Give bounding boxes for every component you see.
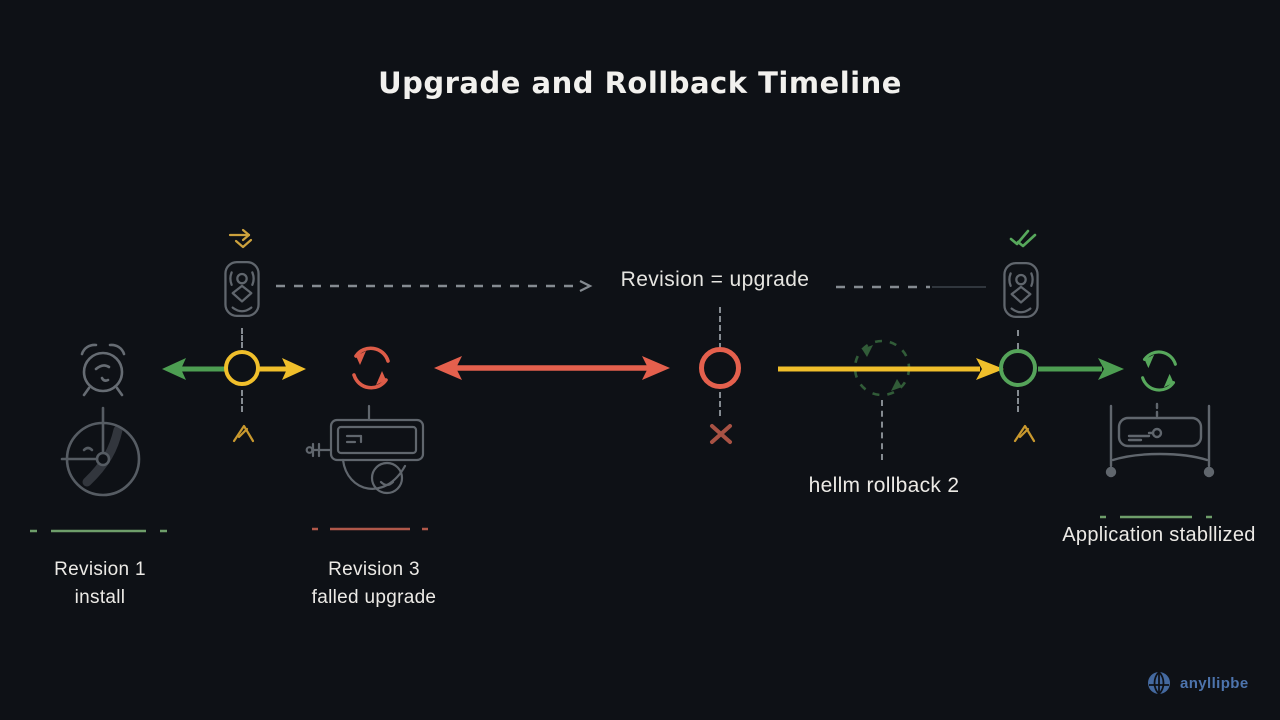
node3-dash-bottom: [719, 392, 721, 416]
rollback-command-label: hellm rollback 2: [808, 474, 960, 497]
red-double-arrow: [434, 356, 670, 380]
milestone-subtitle: falled upgrade: [311, 587, 437, 608]
node4-dash-bottom: [1017, 390, 1019, 412]
timeline-node-upgrade: [699, 347, 741, 389]
green-left-arrow: [162, 358, 228, 380]
yellow-rollback-arrow: [778, 358, 1004, 380]
cross-x-icon: [710, 424, 732, 444]
yellow-right-arrow: [258, 358, 306, 380]
failed-refresh-icon: [352, 346, 390, 390]
brand-globe-icon: [1148, 671, 1170, 695]
green-forward-arrow: [1038, 358, 1124, 380]
machine-icon: [305, 404, 425, 495]
brand-name: anyllipbe: [1180, 674, 1249, 692]
badge-person-icon: [1003, 261, 1039, 319]
brand-logo: anyllipbe: [1146, 670, 1249, 696]
upper-dashed-line-right: [836, 285, 986, 289]
alarm-clock-icon: [80, 343, 126, 397]
green-refresh-icon: [1141, 350, 1177, 392]
milestone-revision3: Revision 3 falled upgrade: [284, 556, 464, 612]
timeline-node-rollback: [999, 349, 1037, 387]
gauge-icon: [60, 406, 141, 497]
stabilized-label: Application stabllized: [1062, 524, 1256, 546]
node1-dash-top: [241, 328, 243, 348]
milestone-title: Revision 3: [328, 559, 420, 580]
node4-dash-top: [1017, 330, 1019, 349]
cart-icon: [1105, 402, 1215, 478]
stabilized-separator: [1100, 515, 1214, 519]
milestone-subtitle: install: [74, 587, 126, 608]
export-arrow-icon: [228, 228, 253, 249]
upper-dashed-arrow: [276, 280, 593, 292]
page-title: Upgrade and Rollback Timeline: [378, 66, 902, 100]
timeline-node-revision1: [224, 350, 260, 386]
chevron-peak-icon: [1013, 424, 1036, 443]
node3-dash-top: [719, 307, 721, 349]
node1-dash-bottom: [241, 390, 243, 412]
badge-person-icon: [224, 260, 260, 318]
chevron-peak-icon: [232, 424, 255, 443]
revision3-separator: [312, 527, 430, 531]
upper-flow-label: Revision = upgrade: [620, 268, 810, 291]
milestone-title: Revision 1: [54, 559, 146, 580]
milestone-revision1: Revision 1 install: [15, 556, 185, 612]
rollback-dash: [881, 400, 883, 460]
double-check-icon: [1009, 229, 1037, 248]
revision1-separator: [30, 529, 168, 533]
